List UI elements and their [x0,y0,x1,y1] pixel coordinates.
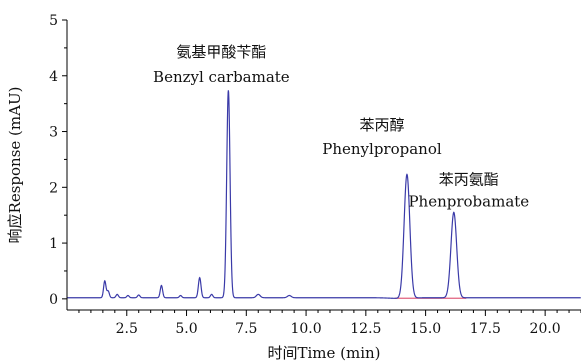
peak-label-en: Phenylpropanol [322,140,442,158]
y-tick-label: 3 [49,125,58,141]
y-tick-label: 0 [49,292,58,308]
x-tick-label: 15.0 [410,321,441,337]
x-tick-label: 5.0 [175,321,197,337]
x-tick-label: 12.5 [350,321,381,337]
x-axis-label: 时间Time (min) [267,344,380,362]
peak-label-zh: 氨基甲酸苄酯 [176,43,266,61]
peak-label-zh: 苯丙氨酯 [439,170,499,188]
x-tick-label: 20.0 [530,321,561,337]
x-tick-label: 17.5 [470,321,501,337]
y-tick-label: 4 [49,69,58,85]
peak-annotations: 氨基甲酸苄酯 Benzyl carbamate 苯丙醇 Phenylpropanol 苯… [153,43,529,210]
peak-label-en: Benzyl carbamate [153,68,290,86]
x-tick-label: 7.5 [235,321,257,337]
x-ticks: 2.5 5.0 7.5 10.0 12.5 15.0 17.5 20.0 [78,310,581,337]
axes [66,20,581,311]
y-tick-label: 1 [49,236,58,252]
y-tick-label: 2 [49,180,58,196]
y-axis-label: 响应Response (mAU) [6,87,24,244]
y-tick-label: 5 [49,13,58,29]
peak-label-en: Phenprobamate [408,192,529,210]
peak-label-zh: 苯丙醇 [359,116,404,134]
x-tick-label: 2.5 [116,321,138,337]
y-ticks: 0 1 2 3 4 5 [49,13,67,308]
chromatogram-trace [67,90,581,299]
x-tick-label: 10.0 [290,321,321,337]
